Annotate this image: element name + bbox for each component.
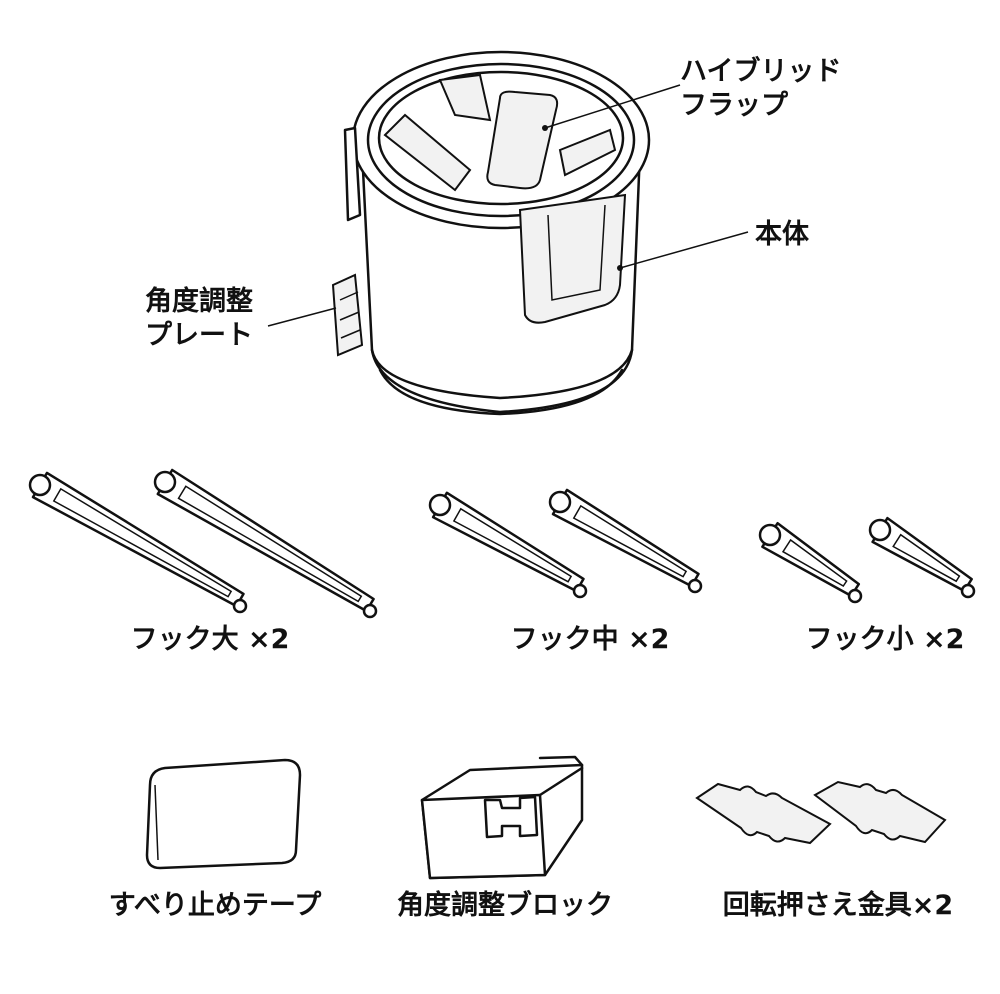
flap (438, 73, 492, 122)
label-hook-small: フック小 ×2 (806, 624, 965, 655)
label-body: 本体 (755, 219, 810, 250)
angle-adjust-plate (331, 273, 364, 357)
side-clip (518, 193, 627, 324)
hook-medium (428, 491, 588, 599)
rotation-clamp-plates (695, 780, 947, 845)
leader-line (619, 231, 749, 269)
leader-line (267, 307, 337, 327)
hook-large (28, 471, 248, 614)
label-rotation-clamp: 回転押さえ金具×2 (723, 889, 953, 921)
label-anti-slip-tape: すべり止めテープ (109, 890, 322, 921)
label-angle-plate-2: プレート (145, 320, 253, 351)
label-hook-large: フック大 ×2 (131, 624, 290, 655)
cup-holder-body (331, 50, 651, 416)
label-angle-plate: 角度調整 (145, 285, 253, 317)
angle-adjust-block (420, 755, 584, 880)
leader-line (544, 84, 681, 129)
hook-large (153, 468, 378, 619)
anti-slip-tape (145, 758, 302, 870)
hook-small (758, 521, 863, 604)
label-hook-medium: フック中 ×2 (511, 624, 670, 655)
hook-small (868, 516, 976, 599)
label-hybrid-flap: ハイブリッド (680, 55, 841, 87)
label-hybrid-flap-2: フラップ (680, 90, 789, 121)
label-angle-block: 角度調整ブロック (397, 889, 613, 921)
hybrid-flap (486, 90, 559, 190)
flap (558, 128, 617, 177)
flap (383, 113, 472, 192)
hook-medium (548, 488, 703, 594)
